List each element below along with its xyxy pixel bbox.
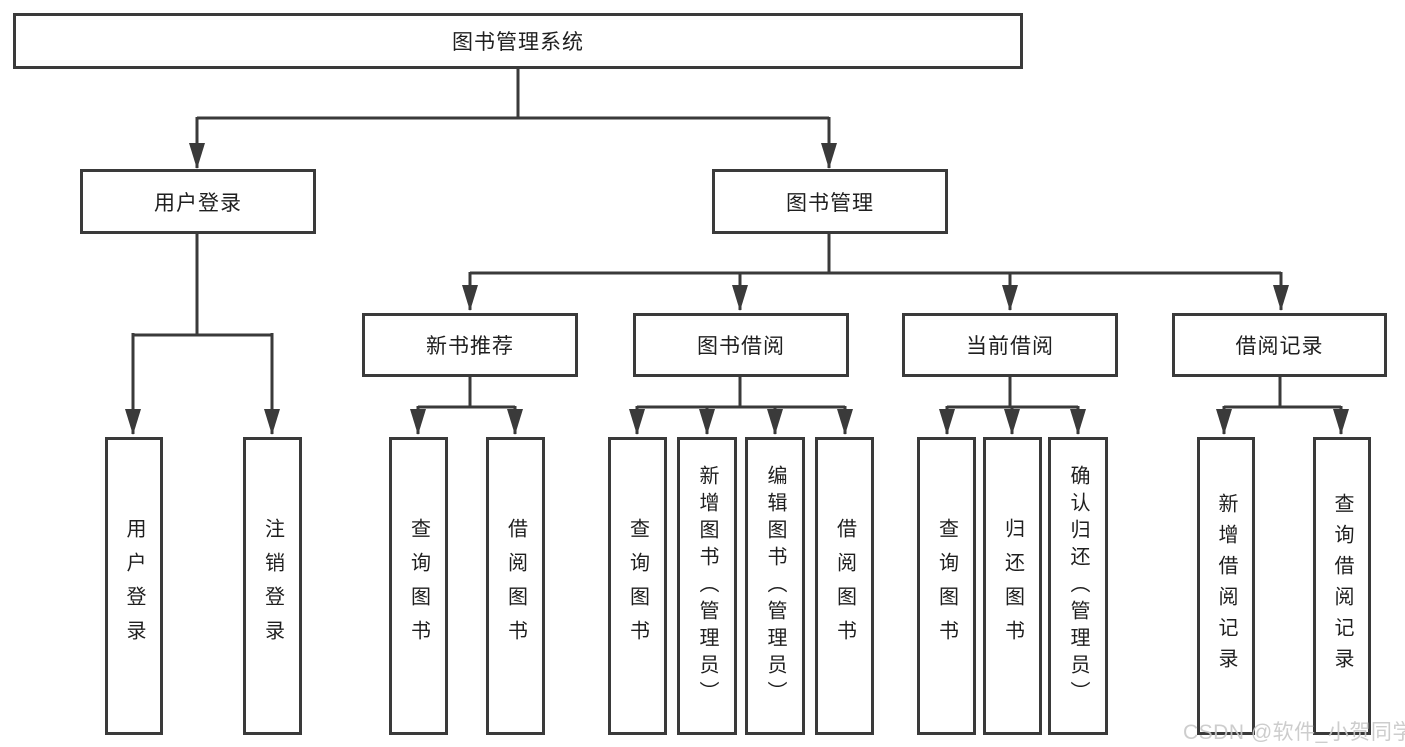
node-leaf-borrow-books-2: 借阅图书 bbox=[815, 437, 874, 735]
node-leaf-return-books: 归还图书 bbox=[983, 437, 1042, 735]
node-borrowing-records: 借阅记录 bbox=[1172, 313, 1387, 377]
node-book-borrowing: 图书借阅 bbox=[633, 313, 849, 377]
leaf-label: 归还图书 bbox=[1001, 518, 1024, 654]
leaf-label: 查询图书 bbox=[935, 518, 958, 654]
leaf-label: 注销登录 bbox=[261, 518, 284, 654]
node-book-management: 图书管理 bbox=[712, 169, 948, 234]
node-leaf-query-books-3: 查询图书 bbox=[917, 437, 976, 735]
node-leaf-borrow-books-1: 借阅图书 bbox=[486, 437, 545, 735]
leaf-label: 借阅图书 bbox=[504, 518, 527, 654]
csdn-watermark: CSDN @软件_小贺同学 bbox=[1183, 721, 1405, 744]
node-leaf-user-login: 用户登录 bbox=[105, 437, 163, 735]
node-leaf-add-books-admin: 新增图书（管理员） bbox=[677, 437, 737, 735]
node-leaf-add-borrow-record: 新增借阅记录 bbox=[1197, 437, 1255, 735]
node-leaf-logout: 注销登录 bbox=[243, 437, 302, 735]
node-current-borrowing: 当前借阅 bbox=[902, 313, 1118, 377]
leaf-label: 借阅图书 bbox=[833, 518, 856, 654]
node-leaf-query-books-1: 查询图书 bbox=[389, 437, 448, 735]
leaf-label: 编辑图书（管理员） bbox=[764, 464, 786, 708]
node-leaf-query-borrow-record: 查询借阅记录 bbox=[1313, 437, 1371, 735]
node-user-login: 用户登录 bbox=[80, 169, 316, 234]
leaf-label: 用户登录 bbox=[123, 518, 145, 654]
node-leaf-confirm-return-admin: 确认归还（管理员） bbox=[1048, 437, 1108, 735]
node-new-book-recommend: 新书推荐 bbox=[362, 313, 578, 377]
leaf-label: 查询图书 bbox=[407, 518, 430, 654]
leaf-label: 新增图书（管理员） bbox=[696, 464, 718, 708]
leaf-label: 查询图书 bbox=[626, 518, 649, 654]
node-library-management-system: 图书管理系统 bbox=[13, 13, 1023, 69]
leaf-label: 查询借阅记录 bbox=[1331, 493, 1353, 679]
node-leaf-query-books-2: 查询图书 bbox=[608, 437, 667, 735]
leaf-label: 新增借阅记录 bbox=[1215, 493, 1237, 679]
leaf-label: 确认归还（管理员） bbox=[1067, 464, 1089, 708]
node-leaf-edit-books-admin: 编辑图书（管理员） bbox=[745, 437, 805, 735]
